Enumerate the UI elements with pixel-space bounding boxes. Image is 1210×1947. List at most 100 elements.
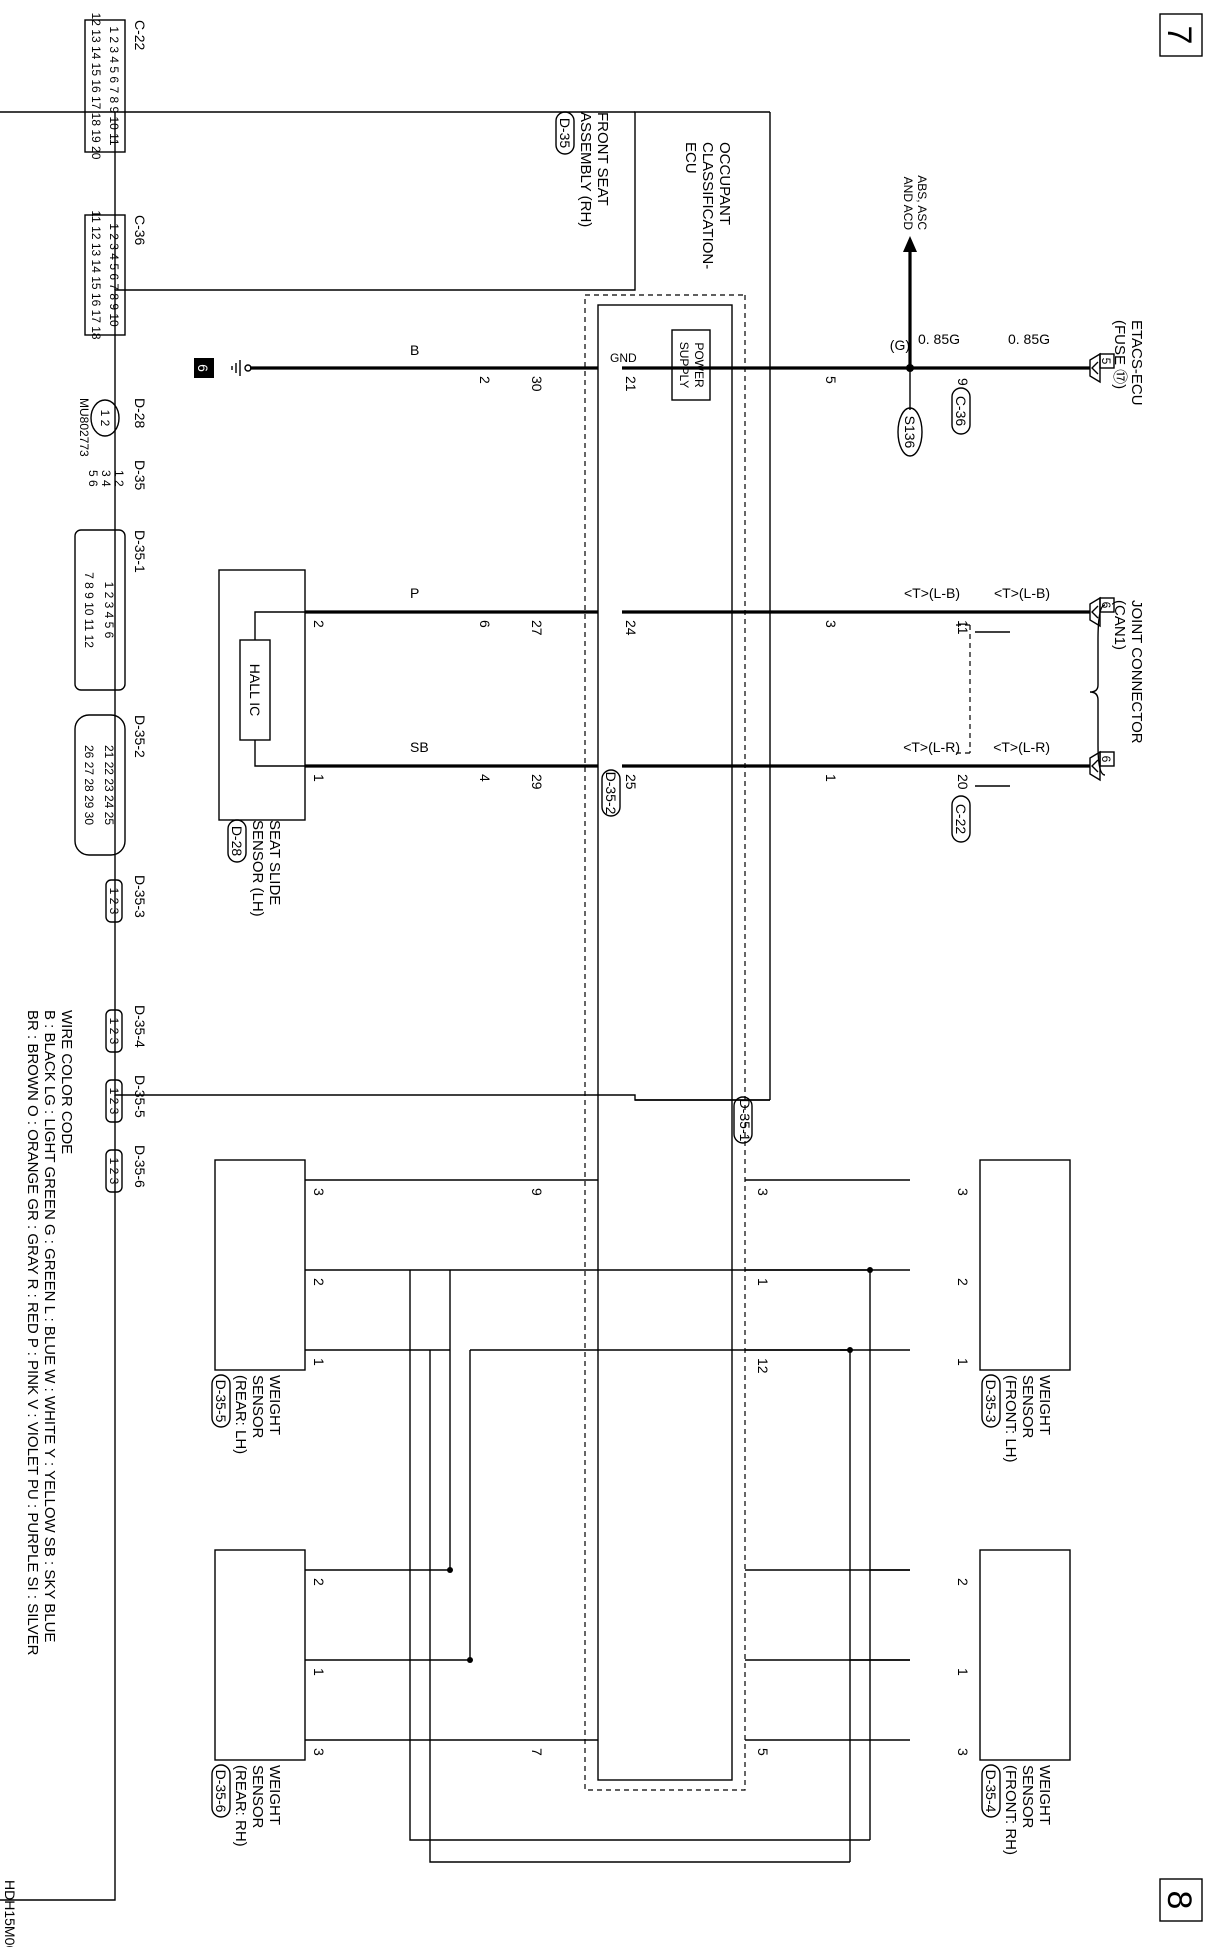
- rr-pin-1: 1: [311, 1668, 327, 1676]
- seat-slide-conn-label: D-28: [229, 826, 245, 857]
- fl-pin-2: 2: [955, 1278, 971, 1286]
- ws-front-rh-conn-tag: [981, 1764, 1001, 1818]
- hall-ic-block: [239, 639, 271, 741]
- svg-text:6: 6: [195, 364, 211, 372]
- svg-text:6: 6: [1099, 602, 1113, 609]
- connector-view-d28: D-28 1 2 MU802773: [77, 398, 148, 457]
- svg-text:1 2 3: 1 2 3: [107, 1158, 121, 1185]
- connector-view-c36: C-36 1 2 3 4 5 6 7 8 9 10 11 12 13 14 15…: [84, 210, 148, 340]
- abs-label: ABS, ASC AND ACD: [901, 175, 929, 230]
- fl-pin-3: 3: [955, 1188, 971, 1196]
- svg-text:1 2 3: 1 2 3: [107, 888, 121, 915]
- fr-pin-1: 1: [955, 1668, 971, 1676]
- svg-text:1 2 3 4 5 6: 1 2 3 4 5 6: [102, 582, 116, 639]
- conn-c22-tag: [951, 795, 971, 843]
- svg-text:26 27 28 29 30: 26 27 28 29 30: [82, 745, 96, 825]
- ws-rear-rh-conn-tag: [211, 1764, 231, 1818]
- wire-label-lr2: <T>(L-R): [903, 739, 960, 755]
- svg-text:C-22: C-22: [132, 20, 148, 51]
- svg-text:(CAN1): (CAN1): [1111, 600, 1128, 650]
- svg-text:FRONT SEAT: FRONT SEAT: [594, 112, 611, 206]
- ecu-pin-1: 1: [755, 1278, 771, 1286]
- diagram-id: HDH15M060C: [2, 1880, 18, 1947]
- pin-5: 5: [823, 376, 839, 384]
- ws-rear-lh-conn-tag: [211, 1374, 231, 1428]
- ecu-pin-12: 12: [755, 1358, 771, 1374]
- legend-line-1: B : BLACK LG : LIGHT GREEN G : GREEN L :…: [41, 1010, 58, 1642]
- svg-text:21 22 23 24 25: 21 22 23 24 25: [102, 745, 116, 825]
- page-next-number: 8: [1160, 1891, 1198, 1910]
- connector-view-d35: D-35 1 2 3 4 5 6: [86, 460, 148, 491]
- power-supply-block: [671, 329, 711, 401]
- pin-6: 6: [477, 620, 493, 628]
- svg-text:1 2 3 4 5 6 7 8 9 10 11: 1 2 3 4 5 6 7 8 9 10 11: [107, 26, 121, 146]
- page-prev-box: [1159, 13, 1203, 57]
- ecu-label: OCCUPANT CLASSIFICATION- ECU: [682, 142, 733, 269]
- d35-1-tag-pin: D-35-1: [737, 1099, 753, 1142]
- svg-text:1 2 3: 1 2 3: [107, 1018, 121, 1045]
- seat-slide-label: SEAT SLIDE SENSOR (LH): [249, 820, 283, 917]
- svg-text:5: 5: [1099, 358, 1113, 365]
- fl-pin-1: 1: [955, 1358, 971, 1366]
- svg-text:WEIGHT: WEIGHT: [266, 1375, 283, 1435]
- pin-2p: 2: [311, 620, 327, 628]
- svg-text:SENSOR: SENSOR: [249, 1765, 266, 1829]
- weight-sensor-front-lh-box: [979, 1159, 1071, 1371]
- svg-text:7 8 9 10 11 12: 7 8 9 10 11 12: [82, 572, 96, 648]
- svg-text:D-35-1: D-35-1: [132, 530, 148, 573]
- pin-27: 27: [529, 620, 545, 636]
- svg-text:1 2 3: 1 2 3: [107, 1088, 121, 1115]
- rr-pin-2: 2: [311, 1578, 327, 1586]
- pin-25: 25: [623, 774, 639, 790]
- pin-11: 11: [955, 620, 971, 635]
- joint-connector-label: JOINT CONNECTOR (CAN1): [1111, 600, 1145, 744]
- front-seat-label: FRONT SEAT ASSEMBLY (RH): [577, 112, 611, 227]
- joint-connector-bracket: [1089, 604, 1106, 776]
- ws-front-rh-conn: D-35-4: [983, 1770, 999, 1813]
- bus-rear-1: [450, 1350, 471, 1661]
- ground-symbol: 6: [194, 358, 252, 378]
- svg-text:D-35-6: D-35-6: [132, 1145, 148, 1188]
- ecu-pin-9: 9: [529, 1188, 545, 1196]
- weight-sensor-rear-lh-label: WEIGHT SENSOR (REAR: LH): [232, 1375, 283, 1454]
- ws-rear-rh-conn: D-35-6: [213, 1770, 229, 1813]
- joint-terminal-2: 6: [1089, 750, 1115, 782]
- svg-text:SENSOR: SENSOR: [1019, 1765, 1036, 1829]
- svg-text:3 4: 3 4: [99, 470, 113, 487]
- weight-sensor-rear-rh-label: WEIGHT SENSOR (REAR: RH): [232, 1765, 283, 1847]
- wire-label-g2: 0. 85G: [918, 331, 960, 347]
- page-prev-number: 7: [1160, 26, 1198, 45]
- pin-9: 9: [955, 378, 971, 386]
- pin-3a: 3: [823, 620, 839, 628]
- conn-c36-label: C-36: [953, 396, 969, 427]
- ecu-inner-box: [597, 304, 733, 1781]
- svg-text:D-28: D-28: [132, 398, 148, 429]
- conn-d35-2-label: D-35-2: [603, 772, 619, 815]
- svg-text:SENSOR (LH): SENSOR (LH): [249, 820, 266, 917]
- conn-d35-1-tag: [733, 1096, 753, 1144]
- wire-label-lr1: <T>(L-R): [993, 739, 1050, 755]
- connector-view-d35-5: D-35-5 1 2 3: [105, 1075, 148, 1123]
- wire-label-g3: (G): [890, 337, 910, 353]
- pin-20: 20: [955, 774, 971, 790]
- front-seat-conn-label: D-35: [557, 118, 573, 149]
- ws-front-lh-conn-tag: [981, 1374, 1001, 1428]
- abs-arrow: [903, 236, 917, 252]
- connector-view-d35-4: D-35-4 1 2 3: [105, 1005, 148, 1053]
- svg-text:11 12 13 14 15 16 17 18: 11 12 13 14 15 16 17 18: [89, 210, 103, 340]
- connector-view-d35-3: D-35-3 1 2 3: [105, 875, 148, 923]
- wire-label-sb: SB: [410, 739, 429, 755]
- front-seat-conn-tag: [555, 111, 575, 155]
- front-seat-outline: [0, 111, 635, 1901]
- wire-label-g1: 0. 85G: [1008, 331, 1050, 347]
- conn-c22-label: C-22: [953, 804, 969, 835]
- fuse-terminal: 5: [1089, 352, 1115, 384]
- conn-d35-2-tag: [601, 769, 621, 817]
- wire-label-p: P: [410, 585, 419, 601]
- bus-front-1: [849, 1350, 910, 1661]
- pin-29: 29: [529, 774, 545, 790]
- svg-text:POWER: POWER: [692, 342, 706, 388]
- svg-text:(REAR: LH): (REAR: LH): [232, 1375, 249, 1454]
- svg-text:1 2: 1 2: [112, 470, 126, 487]
